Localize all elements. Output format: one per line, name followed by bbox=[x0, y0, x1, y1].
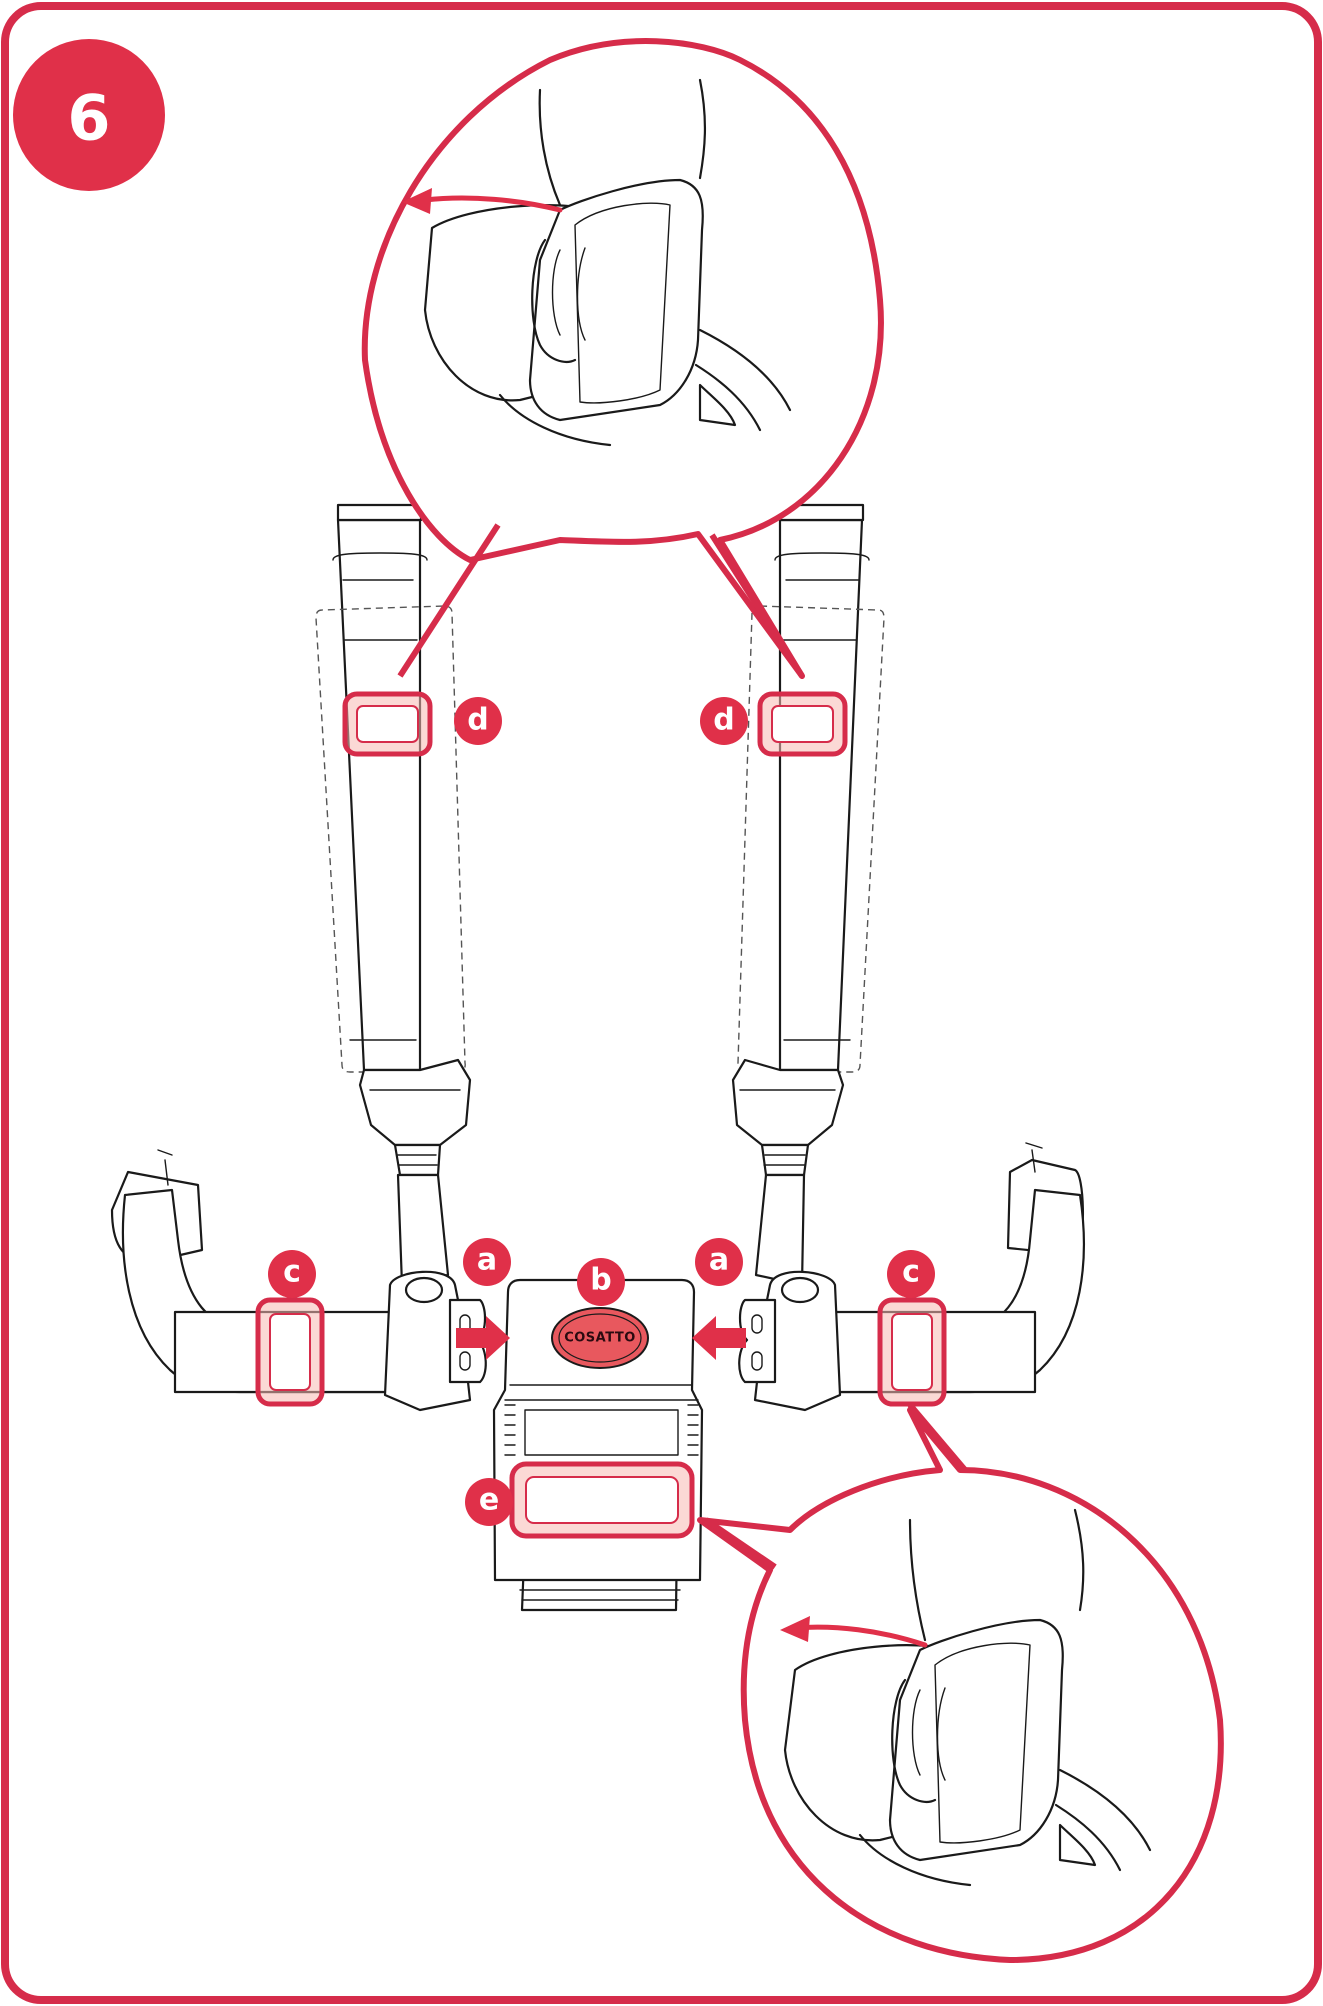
adjuster-d-right bbox=[757, 691, 848, 757]
label-a-right: a bbox=[695, 1238, 743, 1286]
svg-text:c: c bbox=[902, 1255, 920, 1290]
label-c-left: c bbox=[268, 1250, 316, 1298]
insert-arrow-right-icon bbox=[692, 1316, 746, 1360]
left-shoulder-strap bbox=[315, 503, 472, 1287]
pull-arrow-top-icon bbox=[402, 188, 432, 214]
svg-text:c: c bbox=[283, 1255, 301, 1290]
svg-text:a: a bbox=[477, 1243, 497, 1278]
label-e: e bbox=[465, 1478, 513, 1526]
label-a-left: a bbox=[463, 1238, 511, 1286]
step-number-badge: 6 bbox=[13, 39, 165, 191]
svg-text:d: d bbox=[467, 703, 488, 738]
pull-arrow-bottom-icon bbox=[780, 1616, 810, 1642]
magnified-adjuster-top bbox=[423, 78, 792, 447]
label-c-right: c bbox=[887, 1250, 935, 1298]
adjuster-c-left bbox=[255, 1297, 325, 1407]
label-d-left: d bbox=[454, 697, 502, 745]
svg-text:a: a bbox=[709, 1243, 729, 1278]
buckle-assembly: COSATTO bbox=[492, 1278, 704, 1612]
magnified-adjuster-bottom bbox=[783, 1508, 1152, 1887]
adjuster-d-left bbox=[342, 691, 433, 757]
callout-bottom bbox=[697, 1403, 1224, 1963]
step-number-text: 6 bbox=[67, 82, 110, 155]
buckle-release-button[interactable] bbox=[551, 1307, 649, 1369]
right-shoulder-strap bbox=[731, 503, 885, 1287]
left-hip-strap bbox=[110, 1149, 487, 1412]
buckle-brand-text: COSATTO bbox=[564, 1331, 636, 1346]
svg-text:e: e bbox=[479, 1483, 499, 1518]
svg-text:d: d bbox=[713, 703, 734, 738]
svg-text:b: b bbox=[590, 1263, 611, 1298]
insert-arrow-left-icon bbox=[456, 1316, 510, 1360]
adjuster-e bbox=[509, 1461, 695, 1539]
adjuster-c-right bbox=[877, 1297, 947, 1407]
callout-top bbox=[361, 38, 884, 679]
label-b: b bbox=[577, 1258, 625, 1306]
label-d-right: d bbox=[700, 697, 748, 745]
